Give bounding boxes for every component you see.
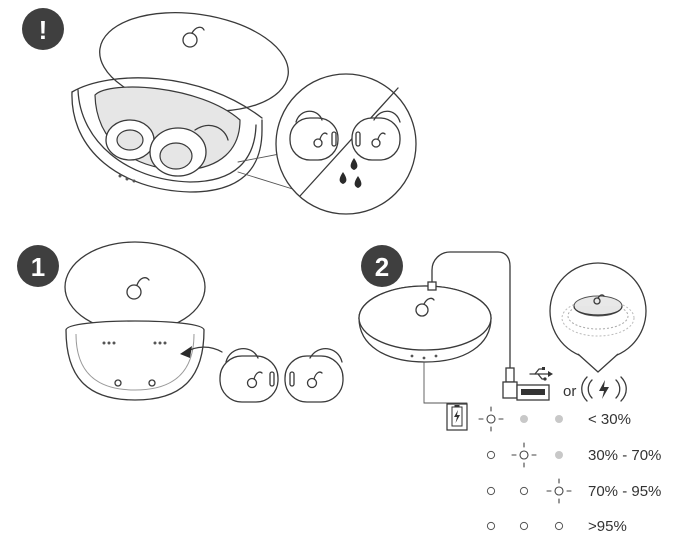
closed-case-charging — [358, 251, 553, 401]
step-2-badge-label: 2 — [375, 252, 389, 282]
battery-charging-icon — [446, 403, 468, 431]
brand-logo-icon — [415, 297, 435, 317]
wet-earbuds-zoom — [275, 73, 417, 215]
open-case-with-earbuds — [71, 12, 289, 193]
step-1-left-earbud — [219, 348, 279, 403]
led-blink-icon — [478, 406, 504, 432]
zoom-left-earbud — [289, 110, 339, 161]
led-status-row: 70% - 95% — [486, 478, 661, 504]
brand-logo-icon — [246, 371, 263, 389]
wireless-charging-icon — [581, 376, 627, 402]
usb-plug — [502, 367, 518, 399]
usb-icon — [529, 367, 553, 381]
warning-badge-label: ! — [39, 15, 48, 45]
led-status-row: < 30% — [478, 406, 631, 432]
charge-level-label: 70% - 95% — [588, 483, 661, 500]
or-label: or — [563, 383, 576, 400]
led-off-icon — [519, 486, 529, 496]
water-drop-icon — [339, 158, 362, 188]
led-status-table: < 30% 30% - 70% 70% - 95% >95% — [478, 406, 661, 535]
step-1-badge: 1 — [17, 245, 59, 287]
brand-logo-icon — [593, 294, 605, 305]
charge-level-label: < 30% — [588, 411, 631, 428]
led-off-icon — [486, 521, 496, 531]
brand-logo-icon — [306, 371, 323, 389]
right-earbud-in-case — [149, 124, 229, 177]
wireless-pad-callout — [549, 262, 647, 373]
brand-logo-icon — [182, 26, 205, 48]
charge-level-label: 30% - 70% — [588, 447, 661, 464]
led-off-icon — [554, 521, 564, 531]
insert-arrow — [180, 346, 223, 358]
led-on-icon — [520, 415, 528, 423]
brand-logo-icon — [126, 277, 150, 300]
step-1-case-open — [64, 241, 206, 401]
led-blink-icon — [546, 478, 572, 504]
zoom-right-earbud — [351, 110, 401, 161]
brand-logo-icon — [313, 132, 328, 148]
led-off-icon — [519, 521, 529, 531]
led-blink-icon — [511, 442, 537, 468]
led-on-icon — [555, 451, 563, 459]
led-status-row: >95% — [486, 518, 627, 535]
step-1-badge-label: 1 — [31, 252, 45, 282]
step-1-right-earbud — [284, 348, 344, 403]
step-2-badge: 2 — [361, 245, 403, 287]
brand-logo-icon — [371, 132, 386, 148]
led-on-icon — [555, 415, 563, 423]
usb-port-icon — [516, 384, 550, 401]
led-off-icon — [486, 450, 496, 460]
warning-badge: ! — [22, 8, 64, 50]
charge-level-label: >95% — [588, 518, 627, 535]
led-status-row: 30% - 70% — [486, 442, 661, 468]
led-off-icon — [486, 486, 496, 496]
left-earbud-in-case — [105, 119, 155, 161]
